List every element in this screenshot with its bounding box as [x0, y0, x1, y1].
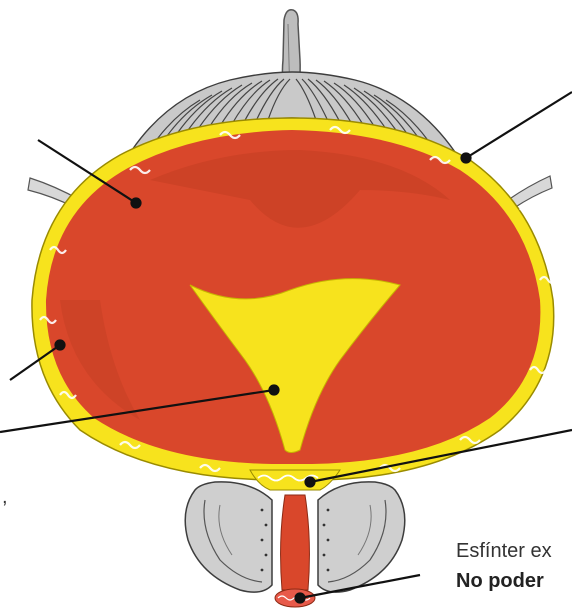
- urethra-icon: [281, 495, 310, 590]
- label-fragment-comma: ,: [2, 486, 8, 509]
- leader-dot-mucosa: [56, 341, 65, 350]
- leader-dot-detrusor: [132, 199, 141, 208]
- leader-line-serosa: [466, 92, 572, 158]
- leader-dot-trigone: [270, 386, 279, 395]
- leader-dot-serosa: [462, 154, 471, 163]
- label-external-sphincter: Esfínter ex: [456, 540, 552, 563]
- leader-dot-internal-sphincter: [306, 478, 315, 487]
- leader-dot-external-sphincter: [296, 594, 305, 603]
- bladder-neck-icon: [250, 470, 340, 490]
- label-external-sphincter-note: No poder: [456, 570, 544, 593]
